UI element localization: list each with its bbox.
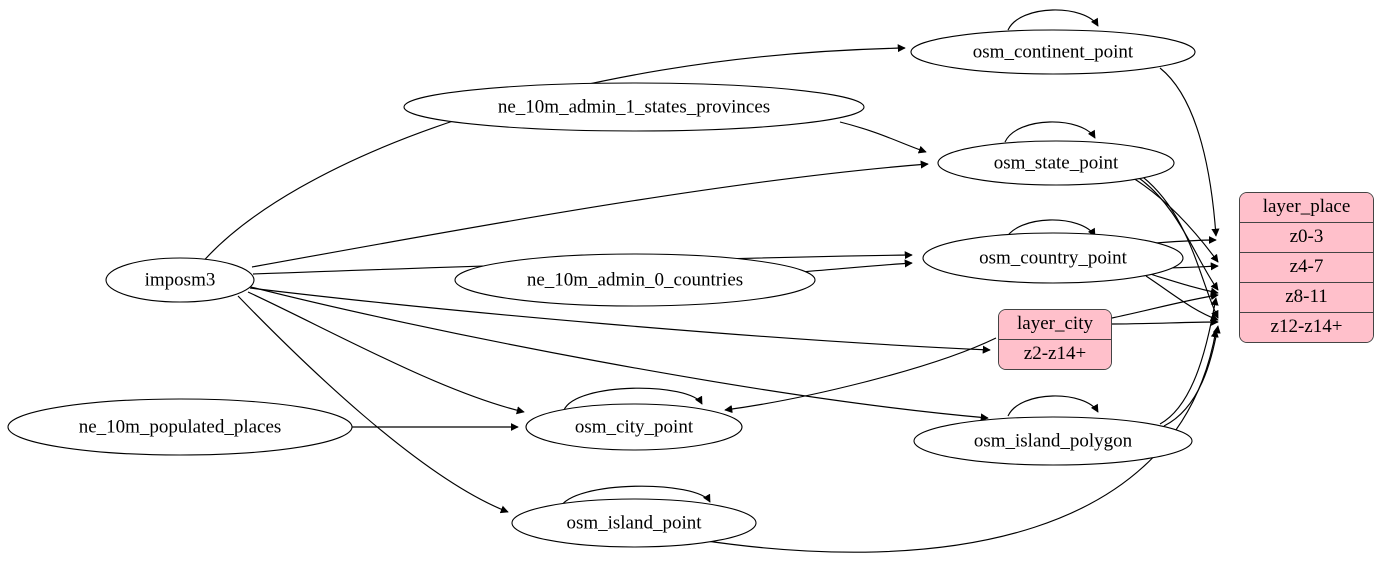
node-osm_island_polygon[interactable]: osm_island_polygon [913,416,1193,466]
table-layer_place-row-z12-z14[interactable]: z12-z14+ [1240,312,1373,342]
table-layer_place[interactable]: layer_place z0-3 z4-7 z8-11 z12-z14+ [1239,192,1374,343]
edge-osm_island_polygon-to-layer_place-z8-11 [1159,297,1219,425]
selfloop-osm_island_point [559,485,711,509]
edge-layer_city-to-layer_place-z8-11 [1111,292,1219,319]
node-osm_island_point[interactable]: osm_island_point [511,498,757,548]
edge-imposm3-to-osm_city_point [247,291,525,415]
edge-osm_island_point-to-layer_place-z12-z14 [699,329,1219,553]
node-ne_10m_populated_places-label: ne_10m_populated_places [79,416,282,437]
node-osm_continent_point-label: osm_continent_point [973,41,1134,62]
table-layer_place-row-z8-11[interactable]: z8-11 [1240,282,1373,312]
table-layer_place-row-z4-7[interactable]: z4-7 [1240,252,1373,282]
node-ne_10m_populated_places[interactable]: ne_10m_populated_places [7,398,353,456]
edge-imposm3-to-layer_city [249,287,991,354]
edge-layer_city-to-layer_place-z12-z14 [1111,317,1219,327]
edge-imposm3-to-osm_continent_point [199,44,906,266]
edge-imposm3-to-osm_island_point [237,295,509,514]
edge-osm_state_point-to-layer_place-z4-7 [1132,177,1219,263]
node-ne_10m_admin_0_countries[interactable]: ne_10m_admin_0_countries [454,253,816,307]
node-osm_city_point[interactable]: osm_city_point [525,403,743,451]
edge-osm_island_polygon-to-layer_place-z12-z14 [1163,325,1221,427]
selfloop-osm_continent_point [1007,9,1099,31]
edge-osm_country_point-to-layer_place-z8-11 [1149,273,1219,296]
node-ne_10m_admin_1_states_provinces-label: ne_10m_admin_1_states_provinces [498,96,770,117]
selfloop-osm_island_polygon [1007,395,1099,417]
table-layer_city-row-z2-z14[interactable]: z2-z14+ [999,339,1111,369]
node-osm_city_point-label: osm_city_point [575,416,694,437]
edge-ne_countries-to-osm_country_point [799,259,913,273]
node-osm_state_point-label: osm_state_point [994,152,1119,173]
node-osm_continent_point[interactable]: osm_continent_point [910,29,1196,75]
table-layer_place-header: layer_place [1240,193,1373,222]
edge-osm_country_point-to-layer_place-z12-z14 [1145,275,1219,322]
node-imposm3[interactable]: imposm3 [105,257,255,303]
node-ne_10m_admin_1_states_provinces[interactable]: ne_10m_admin_1_states_provinces [403,82,865,132]
node-osm_country_point[interactable]: osm_country_point [922,232,1184,284]
nodes-layer: imposm3 ne_10m_populated_places ne_10m_a… [7,29,1196,548]
edge-ne_states-to-osm_state_point [839,121,927,154]
node-osm_island_point-label: osm_island_point [566,512,702,533]
node-osm_island_polygon-label: osm_island_polygon [974,430,1133,451]
node-osm_country_point-label: osm_country_point [979,247,1127,268]
node-imposm3-label: imposm3 [145,269,216,290]
edge-imposm3-to-osm_island_polygon [250,286,989,422]
edge-osm_continent_point-to-layer_place-z0-3 [1159,67,1220,237]
edge-imposm3-to-osm_state_point [251,160,929,268]
table-layer_city-header: layer_city [999,310,1111,339]
edges-layer [199,9,1221,553]
selfloop-osm_city_point [563,387,703,411]
selfloop-osm_state_point [1004,121,1096,143]
node-osm_state_point[interactable]: osm_state_point [937,140,1175,186]
edge-layer_city-to-osm_city_point [724,337,997,414]
node-ne_10m_admin_0_countries-label: ne_10m_admin_0_countries [527,269,743,290]
selfloop-osm_country_point [1004,219,1096,241]
table-layer_place-row-z0-3[interactable]: z0-3 [1240,222,1373,252]
table-layer_city[interactable]: layer_city z2-z14+ [998,309,1112,370]
